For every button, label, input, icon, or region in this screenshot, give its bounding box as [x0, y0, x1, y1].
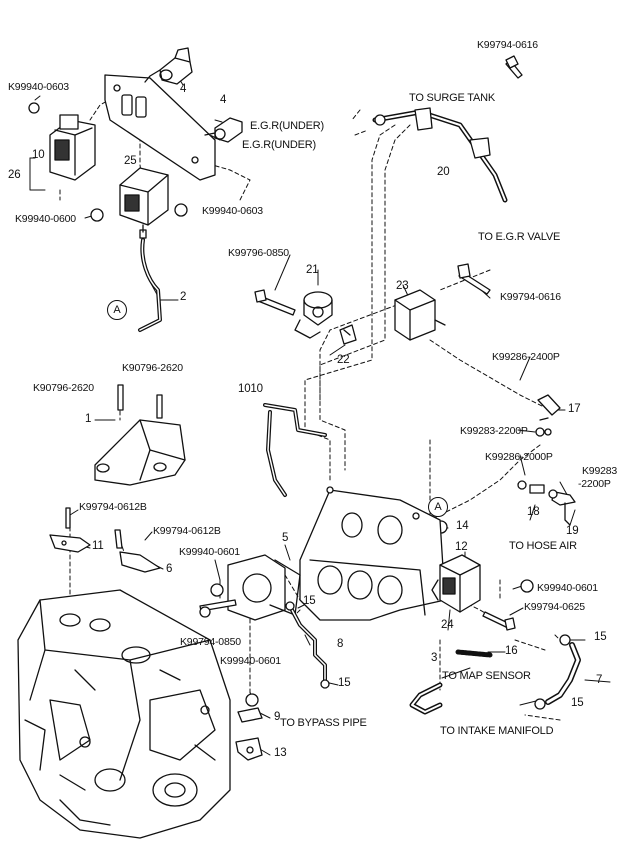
part-number-label: 17: [568, 403, 581, 415]
gasket-22: [339, 324, 357, 345]
destination-label: E.G.R(UNDER): [242, 139, 316, 151]
part-number-label: 15: [338, 677, 351, 689]
part-reference-code: -2200P: [578, 478, 611, 490]
solenoid-25: [119, 167, 169, 239]
destination-label: E.G.R(UNDER): [250, 120, 324, 132]
part-reference-code: K99796-0850: [228, 247, 289, 259]
part-reference-code: K99283: [582, 465, 618, 477]
intake-manifold: [299, 489, 446, 621]
bolt-top-right: [505, 55, 523, 79]
hose-2: [138, 238, 162, 332]
destination-label: TO BYPASS PIPE: [280, 717, 367, 729]
part-reference-code: K99286-2400P: [492, 351, 560, 363]
hose-3: [409, 682, 443, 715]
part-number-label: 2: [180, 291, 187, 303]
part-reference-code: K99794-0616: [500, 291, 561, 303]
part-reference-code: K99940-0601: [220, 655, 281, 667]
part-reference-code: K99940-0603: [8, 81, 69, 93]
destination-label: TO E.G.R VALVE: [478, 231, 561, 243]
part-number-label: 13: [274, 747, 287, 759]
part-reference-code: K99286-2000P: [485, 451, 553, 463]
throttle-body: [227, 554, 301, 621]
bracket-9: [237, 707, 263, 723]
part-reference-code: K99283-2200P: [460, 425, 528, 437]
part-number-label: 24: [441, 619, 454, 631]
destination-label: TO INTAKE MANIFOLD: [440, 725, 554, 737]
part-number-label: 11: [92, 540, 104, 552]
part-reference-code: K99940-0601: [179, 546, 240, 558]
part-number-label: 15: [303, 595, 316, 607]
part-number-label: 14: [456, 520, 469, 532]
hose-clamps: [285, 428, 552, 611]
part-number-label: 8: [337, 638, 344, 650]
part-number-label: 26: [8, 169, 21, 181]
modulator-23: [394, 289, 446, 341]
part-number-label: 10: [32, 149, 45, 161]
bolt-k99796: [254, 289, 296, 316]
part-number-label: 15: [571, 697, 584, 709]
part-number-label: 7: [596, 674, 603, 686]
bolt-0625: [482, 611, 516, 631]
part-number-label: 5: [282, 532, 289, 544]
part-number-label: 3: [431, 652, 438, 664]
solenoid-10: [49, 114, 96, 181]
part-number-label: 1: [85, 413, 92, 425]
part-number-label: 25: [124, 155, 137, 167]
bracket-11: [49, 534, 91, 553]
solenoid-12: [431, 554, 481, 613]
fitting-18-19: [517, 480, 576, 526]
bracket-13: [235, 737, 263, 761]
part-reference-code: K99794-0850: [180, 636, 241, 648]
hose-1010: [263, 403, 327, 497]
part-reference-code: K90796-2620: [33, 382, 94, 394]
part-number-label: 19: [566, 525, 579, 537]
part-reference-code: K99794-0616: [477, 39, 538, 51]
part-number-label: 20: [437, 166, 450, 178]
part-reference-code: K99794-0625: [524, 601, 585, 613]
part-number-label: 23: [396, 280, 409, 292]
part-number-label: 4: [220, 94, 227, 106]
bracket-1: [94, 384, 186, 486]
check-valve-middle: [204, 117, 243, 143]
part-reference-code: K90796-2620: [122, 362, 183, 374]
part-reference-code: K99940-0603: [202, 205, 263, 217]
hose-17: [535, 394, 561, 437]
part-reference-code: K99940-0600: [15, 213, 76, 225]
bolt-0850: [199, 599, 237, 618]
check-valve-top: [144, 47, 193, 85]
bolt-0616-right: [457, 263, 491, 295]
part-number-label: 1010: [238, 383, 263, 395]
destination-label: TO SURGE TANK: [409, 92, 496, 104]
destination-label: TO HOSE AIR: [509, 540, 577, 552]
engine-block: [17, 589, 231, 839]
connector-a-marker: A: [107, 300, 127, 320]
part-number-label: 21: [306, 264, 319, 276]
hose-7: [534, 634, 581, 710]
part-number-label: 4: [180, 83, 187, 95]
bolts-0612b: [65, 507, 123, 549]
egr-pipe-20: [372, 107, 508, 203]
pipe-8: [290, 608, 330, 689]
destination-label: TO MAP SENSOR: [442, 670, 531, 682]
connector-a-marker: A: [428, 497, 448, 517]
part-reference-code: K99794-0612B: [79, 501, 147, 513]
part-reference-code: K99940-0601: [537, 582, 598, 594]
part-number-label: 12: [455, 541, 468, 553]
part-number-label: 16: [505, 645, 518, 657]
part-number-label: 6: [166, 563, 173, 575]
egr-valve-21: [294, 291, 333, 339]
part-number-label: 15: [594, 631, 607, 643]
clip-6: [119, 551, 161, 573]
part-reference-code: K99794-0612B: [153, 525, 221, 537]
hose-16: [455, 649, 493, 658]
part-number-label: 18: [527, 506, 540, 518]
solenoid-bracket: [104, 74, 216, 181]
part-number-label: 9: [274, 711, 281, 723]
part-number-label: 22: [337, 354, 350, 366]
